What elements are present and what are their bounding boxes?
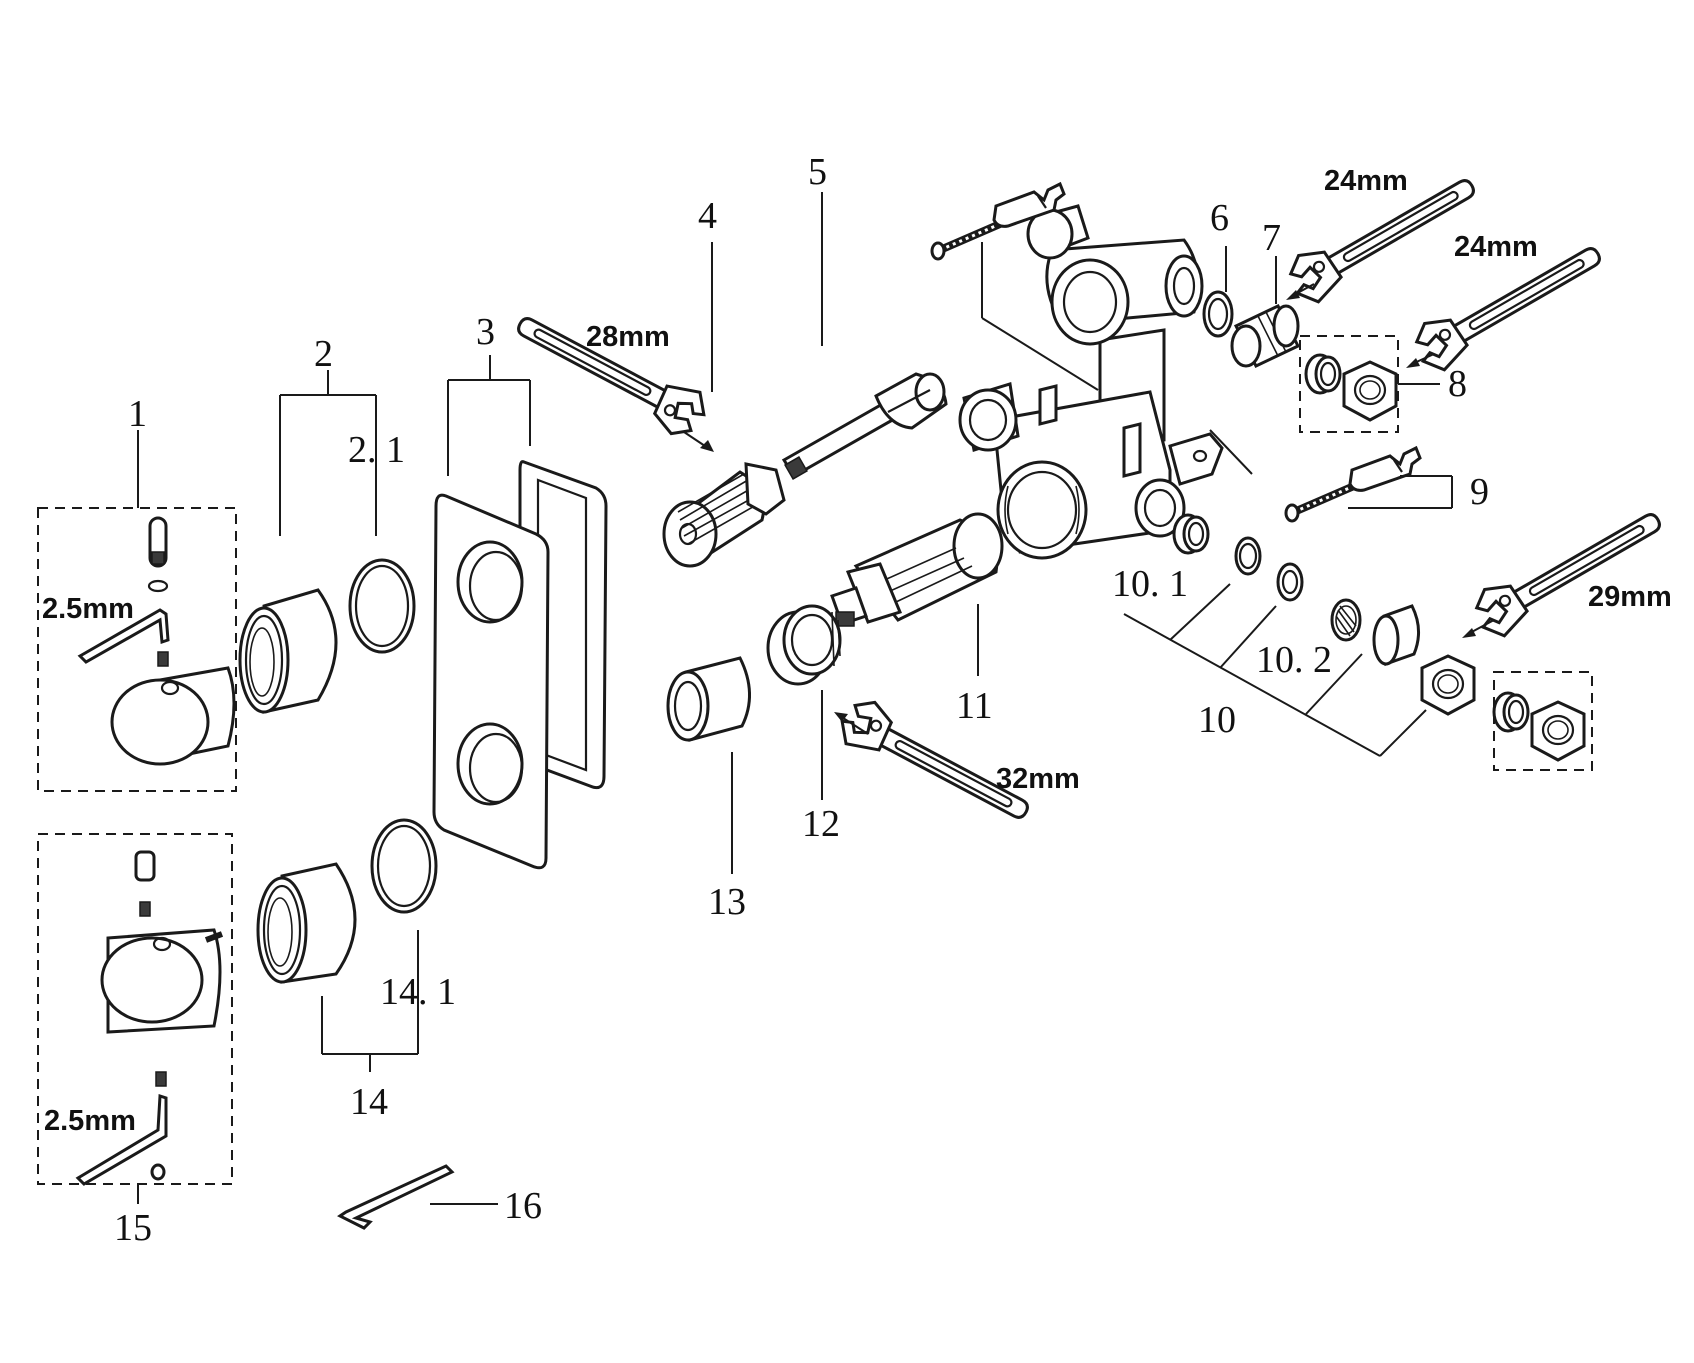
- part-3-cover-plate: [432, 355, 608, 870]
- wrench-29mm-icon: [1462, 495, 1672, 645]
- label-12: 12: [802, 803, 840, 845]
- label-14-1: 14. 1: [380, 971, 456, 1013]
- label-16: 16: [504, 1185, 542, 1227]
- label-15: 15: [114, 1207, 152, 1249]
- label-13: 13: [708, 881, 746, 923]
- part-14-1-o-ring: [370, 818, 438, 914]
- part-2-cover-sleeve: [238, 370, 377, 714]
- part-1-handle-assembly: [37, 430, 237, 792]
- label-4: 4: [698, 195, 717, 237]
- tool-size-2-5mm-top: 2.5mm: [42, 593, 134, 625]
- wrench-28mm-icon: [506, 301, 714, 452]
- label-7: 7: [1262, 217, 1281, 259]
- part-13-adapter: [666, 656, 752, 874]
- part-15-handle-assembly: [37, 833, 233, 1204]
- part-4-stop-valve: [662, 242, 786, 568]
- label-2-1: 2. 1: [348, 429, 405, 471]
- part-9-screw-anchor-set: [932, 182, 1453, 521]
- label-1: 1: [128, 393, 147, 435]
- part-2-1-o-ring: [348, 558, 416, 654]
- part-16-hex-key: [337, 1164, 498, 1230]
- part-5-spindle: [781, 192, 948, 480]
- part-11-thermostatic-cartridge: [830, 512, 1004, 676]
- wrench-32mm-icon: [832, 691, 1040, 835]
- wrench-24mm-right-icon: [1405, 229, 1612, 379]
- tool-size-29mm: 29mm: [1588, 581, 1672, 613]
- part-6-seal-ring: [1202, 246, 1234, 338]
- part-14-cover-sleeve: [256, 862, 419, 1072]
- label-14: 14: [350, 1081, 388, 1123]
- label-10-2: 10. 2: [1256, 639, 1332, 681]
- label-6: 6: [1210, 197, 1229, 239]
- wrench-24mm-top-icon: [1279, 161, 1486, 311]
- label-10-1: 10. 1: [1112, 563, 1188, 605]
- part-12-locking-nut: [766, 604, 842, 800]
- tool-size-24mm-top: 24mm: [1324, 165, 1408, 197]
- label-2: 2: [314, 333, 333, 375]
- label-8: 8: [1448, 363, 1467, 405]
- tool-size-2-5mm-bottom: 2.5mm: [44, 1105, 136, 1137]
- tool-size-24mm-right: 24mm: [1454, 231, 1538, 263]
- tool-size-32mm: 32mm: [996, 763, 1080, 795]
- label-3: 3: [476, 311, 495, 353]
- tool-size-28mm: 28mm: [586, 321, 670, 353]
- valve-body: [958, 204, 1224, 560]
- part-10-inlet-fittings: [1123, 513, 1593, 771]
- label-11: 11: [956, 685, 993, 727]
- part-7-connector: [1230, 256, 1301, 368]
- label-9: 9: [1470, 471, 1489, 513]
- label-10: 10: [1198, 699, 1236, 741]
- label-5: 5: [808, 151, 827, 193]
- part-8-compression-fitting: [1299, 335, 1440, 433]
